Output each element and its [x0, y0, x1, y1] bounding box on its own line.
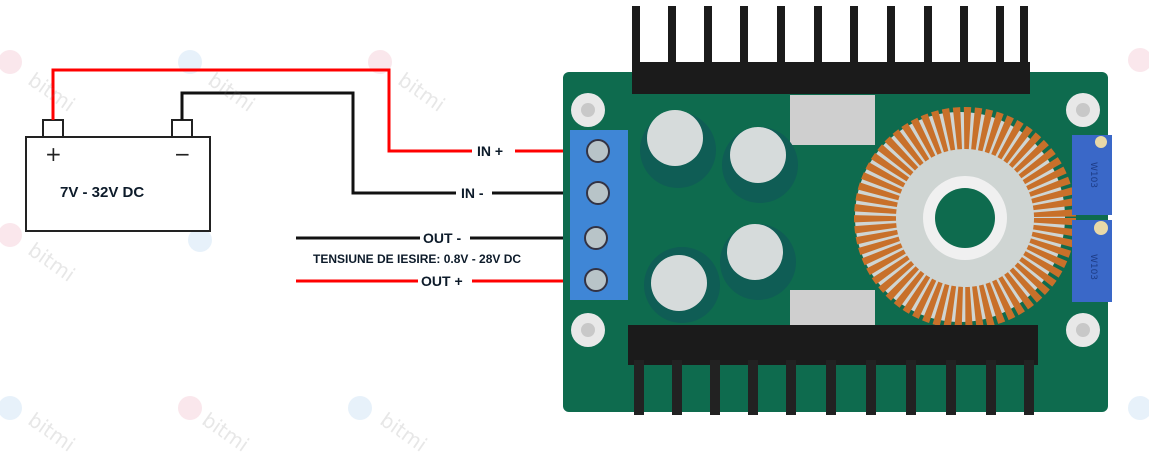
- potentiometer-top-marking: W103: [1088, 161, 1099, 189]
- potentiometer-bottom-marking: W103: [1088, 253, 1099, 281]
- regulator-bottom: [790, 290, 875, 330]
- label-in-plus: IN +: [474, 143, 507, 159]
- converter-module: [563, 6, 1112, 415]
- battery-minus-symbol: −: [174, 142, 191, 166]
- wire-in-plus: [51, 68, 472, 153]
- inductor-coil: [854, 107, 1076, 329]
- label-in-minus: IN -: [458, 185, 487, 201]
- battery-voltage-label: 7V - 32V DC: [60, 184, 145, 201]
- wiring-diagram: + − 7V - 32V DC IN + IN - OUT - TENSIUNE…: [0, 6, 1149, 456]
- regulator-top: [790, 95, 875, 145]
- battery-plus-symbol: +: [45, 142, 62, 166]
- battery-minus-terminal: [171, 119, 193, 138]
- label-out-minus: OUT -: [420, 230, 465, 246]
- top-heatsink: [632, 6, 1028, 92]
- battery: [25, 119, 211, 232]
- label-out-plus: OUT +: [418, 273, 466, 289]
- terminal-screw-out-plus: [584, 268, 608, 292]
- battery-plus-terminal: [42, 119, 64, 138]
- potentiometer-top: [1072, 135, 1112, 215]
- potentiometer-bottom: [1072, 220, 1112, 302]
- terminal-screw-in-plus: [586, 139, 610, 163]
- battery-body: [25, 136, 211, 232]
- watermark-logos: [0, 48, 1149, 420]
- label-output-voltage: TENSIUNE DE IESIRE: 0.8V - 28V DC: [313, 252, 522, 266]
- terminal-screw-out-minus: [584, 226, 608, 250]
- terminal-screw-in-minus: [586, 181, 610, 205]
- bottom-heatsink: [628, 325, 1038, 365]
- wire-in-minus: [180, 91, 456, 195]
